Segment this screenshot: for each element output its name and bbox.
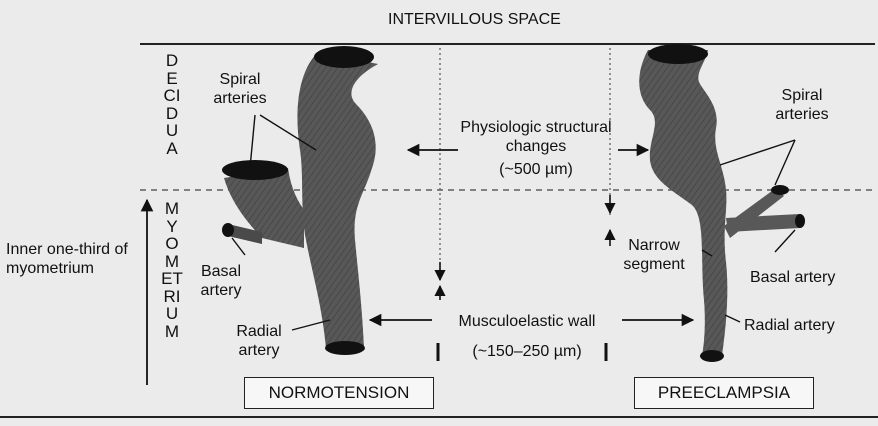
leader-basal-pe (775, 230, 795, 252)
leader-spiral-pe-1 (720, 140, 795, 165)
wall-size-label: (~150–250 µm) (444, 342, 610, 361)
normotension-box: NORMOTENSION (244, 377, 434, 409)
basal-artery-label-preeclampsia: Basal artery (750, 268, 835, 287)
spiral-arteries-label-preeclampsia: Spiral arteries (762, 86, 842, 124)
leader-basal-normal (232, 238, 245, 255)
leader-spiral-pe-2 (775, 140, 795, 185)
radial-artery-label-normal: Radial artery (224, 322, 294, 360)
basal-artery-label-normal: Basal artery (186, 262, 256, 300)
myometrium-vertical-label: MYOMETRIUM (161, 200, 183, 340)
narrow-segment-label: Narrow segment (616, 236, 692, 274)
musculoelastic-wall-label: Musculoelastic wall (432, 312, 622, 331)
leader-radial-pe (725, 315, 740, 322)
intervillous-space-label: INTERVILLOUS SPACE (388, 10, 561, 29)
preeclampsia-box: PREECLAMPSIA (634, 377, 814, 409)
radial-artery-label-preeclampsia: Radial artery (744, 316, 835, 335)
physiologic-changes-label: Physiologic structural changes (456, 118, 616, 156)
physiologic-size-label: (~500 µm) (456, 160, 616, 179)
decidua-vertical-label: DECIDUA (161, 52, 183, 157)
inner-third-label: Inner one-third of myometrium (6, 240, 134, 278)
spiral-arteries-label-normal: Spiral arteries (200, 70, 280, 108)
